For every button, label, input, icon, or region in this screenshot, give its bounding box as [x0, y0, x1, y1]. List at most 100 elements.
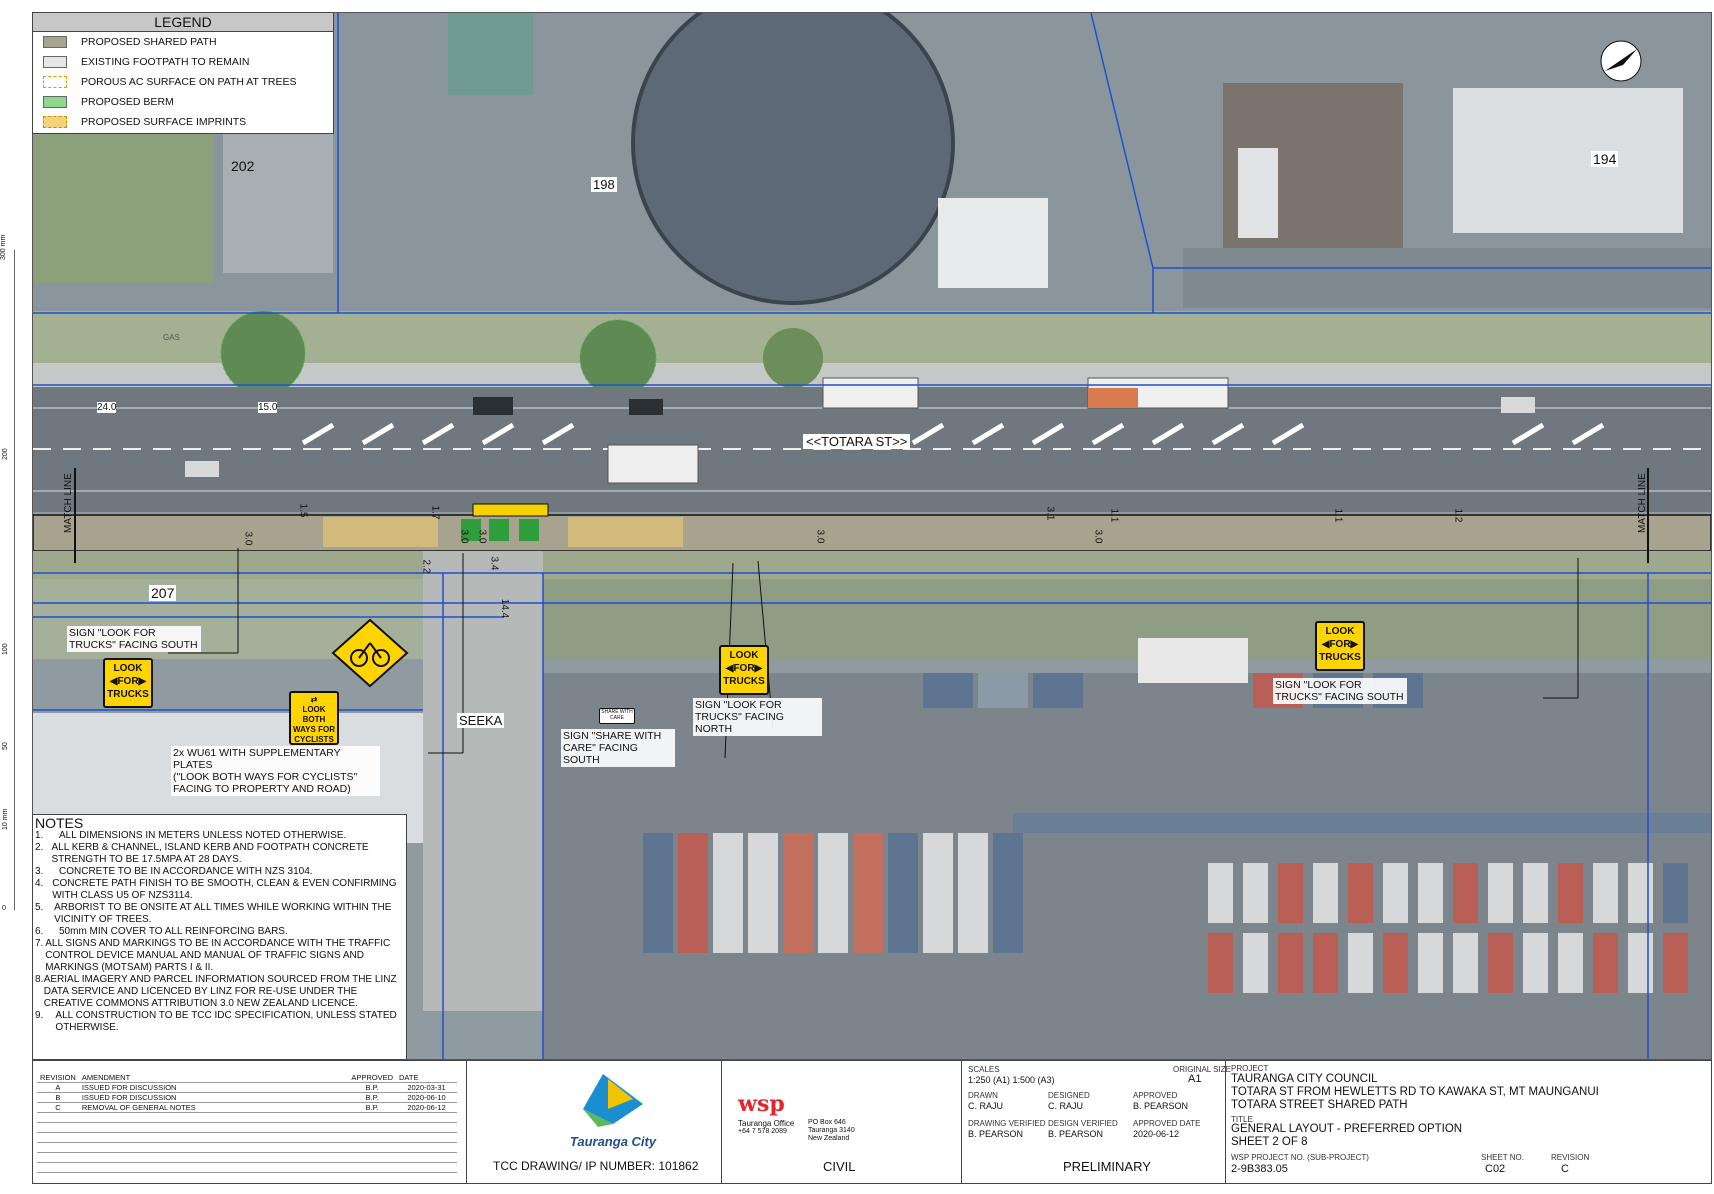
revision-value: C: [1561, 1163, 1569, 1175]
surface-imprints: [568, 517, 683, 547]
tree: [220, 310, 306, 396]
look-both-ways-plate: ⇄ LOOK BOTH WAYS FOR CYCLISTS: [289, 691, 339, 745]
wsp-project-no: 2-9B383.05: [1231, 1163, 1288, 1175]
title-block: REVISION AMENDMENT APPROVED DATE A ISSUE…: [32, 1060, 1712, 1184]
legend-item: PROPOSED SHARED PATH: [33, 32, 333, 52]
wsp-phone: +64 7 578 2089: [738, 1128, 787, 1135]
revision-label: REVISION: [1551, 1153, 1590, 1162]
dimension-3.0d: 3.0: [814, 529, 826, 544]
dimension-3.0b: 3.0: [458, 529, 470, 544]
approved-date-label: APPROVED DATE: [1133, 1119, 1201, 1128]
amendment-header: AMENDMENT: [78, 1073, 349, 1083]
legend-label: PROPOSED BERM: [81, 96, 174, 108]
original-size-label: ORIGINAL SIZE: [1173, 1065, 1231, 1074]
revision-row: C REMOVAL OF GENERAL NOTES B.P. 2020-06-…: [37, 1102, 457, 1113]
annotation-sign-north: SIGN "LOOK FOR TRUCKS" FACING NORTH: [693, 698, 822, 736]
legend-item: PROPOSED SURFACE IMPRINTS: [33, 112, 333, 132]
dimension-3.0c: 3.0: [476, 529, 488, 544]
title-label: TITLE: [1231, 1115, 1253, 1124]
sign-text-trucks: TRUCKS: [107, 689, 149, 700]
truck: [822, 377, 919, 409]
project-line-2: TOTARA ST FROM HEWLETTS RD TO KAWAKA ST,…: [1231, 1086, 1599, 1098]
sign-text-look: LOOK: [113, 663, 143, 674]
revision-amendment: ISSUED FOR DISCUSSION: [78, 1092, 349, 1103]
building-small-194: [1238, 148, 1278, 238]
wsp-address-2: Tauranga 3140: [808, 1127, 855, 1134]
legend-title: LEGEND: [33, 13, 333, 32]
design-verified-label: DESIGN VERIFIED: [1048, 1119, 1118, 1128]
status: PRELIMINARY: [1063, 1159, 1151, 1174]
note-item: 7.ALL SIGNS AND MARKINGS TO BE IN ACCORD…: [33, 938, 406, 974]
legend-item: EXISTING FOOTPATH TO REMAIN: [33, 52, 333, 72]
note-text: ALL CONSTRUCTION TO BE TCC IDC SPECIFICA…: [55, 1010, 397, 1033]
car: [473, 397, 513, 415]
match-line-label-east: MATCH LINE: [1637, 473, 1648, 533]
drawing-title-line-2: SHEET 2 OF 8: [1231, 1136, 1308, 1148]
gas-label: GAS: [163, 333, 180, 342]
match-line-label-west: MATCH LINE: [63, 473, 74, 533]
annotation-sign-south-west: SIGN "LOOK FOR TRUCKS" FACING SOUTH: [67, 626, 201, 652]
sign-text-care: CARE: [610, 715, 624, 721]
yellow-hatch: [472, 503, 549, 517]
drawn-value: C. RAJU: [968, 1101, 1004, 1111]
dimension-3.4: 3.4: [488, 556, 500, 571]
wsp-project-no-label: WSP PROJECT NO. (SUB-PROJECT): [1231, 1153, 1369, 1162]
revision-amendment: ISSUED FOR DISCUSSION: [78, 1082, 349, 1093]
revision-amendment: REMOVAL OF GENERAL NOTES: [78, 1102, 349, 1113]
note-item: 4.CONCRETE PATH FINISH TO BE SMOOTH, CLE…: [33, 878, 406, 902]
note-text: ALL DIMENSIONS IN METERS UNLESS NOTED OT…: [59, 830, 347, 841]
sign-text-for: ◀FOR▶: [109, 676, 147, 687]
building-white-198: [938, 198, 1048, 288]
street-name: <<TOTARA ST>>: [803, 434, 911, 449]
legend-item: POROUS AC SURFACE ON PATH AT TREES: [33, 72, 333, 92]
south-berm: [33, 551, 1711, 579]
wsp-office: Tauranga Office: [738, 1119, 795, 1128]
legend-label: POROUS AC SURFACE ON PATH AT TREES: [81, 76, 297, 88]
approved-date-value: 2020-06-12: [1133, 1129, 1180, 1139]
wsp-logo: wsp: [738, 1091, 785, 1117]
sign-text-cyclists: CYCLISTS: [294, 735, 334, 744]
legend-swatch-shared-path: [43, 36, 67, 48]
note-item: 6.50mm MIN COVER TO ALL REINFORCING BARS…: [35, 926, 288, 937]
boundary-line: [1090, 13, 1154, 269]
discipline: CIVIL: [823, 1159, 856, 1174]
aerial-map: 202 198 194 207 <<TOTARA ST>> SEEKA MATC…: [32, 12, 1712, 1060]
scale-label-200: 200: [2, 448, 9, 460]
note-item: 1.ALL DIMENSIONS IN METERS UNLESS NOTED …: [35, 830, 347, 841]
annotation-wu61: 2x WU61 WITH SUPPLEMENTARY PLATES ("LOOK…: [171, 746, 380, 796]
note-text: CONCRETE TO BE IN ACCORDANCE WITH NZS 31…: [59, 866, 313, 877]
revision-approved: B.P.: [348, 1092, 396, 1103]
property-label-207: 207: [149, 585, 177, 601]
yard-194: [1183, 248, 1711, 308]
truck-cab: [1088, 388, 1138, 408]
legend-label: PROPOSED SURFACE IMPRINTS: [81, 116, 247, 128]
dimension-24.0: 24.0: [97, 402, 117, 413]
look-for-trucks-sign-east: LOOK ◀FOR▶ TRUCKS: [1315, 621, 1365, 671]
sign-text-look-both: LOOK BOTH: [302, 705, 326, 724]
cyclist-warning-sign: [331, 618, 409, 688]
tree: [579, 319, 657, 397]
sign-text-trucks: TRUCKS: [723, 676, 765, 687]
lawn-202: [33, 123, 213, 283]
sign-text-look: LOOK: [729, 650, 759, 661]
van: [607, 444, 699, 484]
scales-label: SCALES: [968, 1065, 1000, 1074]
legend: LEGEND PROPOSED SHARED PATH EXISTING FOO…: [32, 12, 334, 134]
revision-approved: B.P.: [348, 1082, 396, 1093]
dimension-14.4: 14.4: [499, 598, 511, 619]
annotation-share-with-care: SIGN "SHARE WITH CARE" FACING SOUTH: [561, 729, 675, 767]
approved-header: APPROVED: [348, 1073, 396, 1083]
designed-label: DESIGNED: [1048, 1091, 1090, 1100]
scale-label-0: 0: [2, 905, 6, 912]
sign-text-share-with: SHARE WITH: [601, 709, 633, 715]
tauranga-logo-text: Tauranga City: [569, 1134, 657, 1149]
legend-swatch-berm: [43, 96, 67, 108]
revision-date: 2020-06-12: [396, 1102, 457, 1113]
drawing-verified-label: DRAWING VERIFIED: [968, 1119, 1046, 1128]
sign-text-trucks: TRUCKS: [1319, 652, 1361, 663]
tree: [763, 328, 823, 388]
project-label: PROJECT: [1231, 1064, 1269, 1073]
revision-header: REVISION: [37, 1073, 79, 1083]
scale-label-100: 100: [2, 643, 9, 655]
dimension-1.2: 1.2: [1452, 508, 1464, 523]
